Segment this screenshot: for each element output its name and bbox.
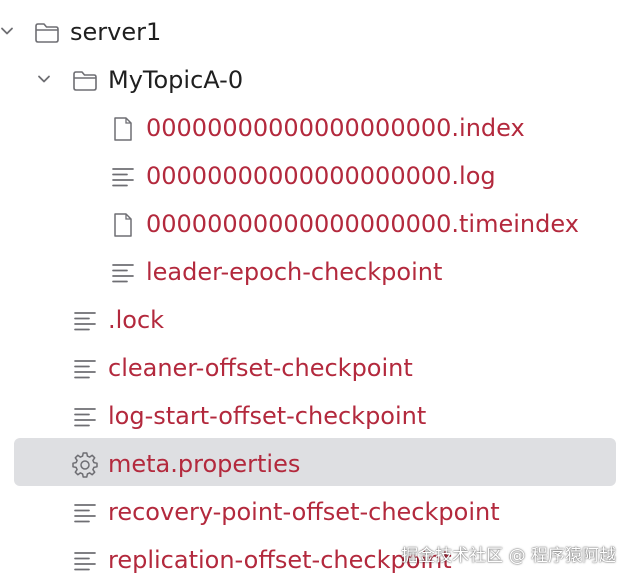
text-file-icon — [74, 408, 96, 427]
text-file-icon — [112, 168, 134, 187]
tree-file-index[interactable]: 00000000000000000000.index — [0, 104, 630, 152]
folder-icon — [35, 23, 59, 43]
chevron-down-icon[interactable] — [0, 24, 14, 38]
tree-item-label: recovery-point-offset-checkpoint — [108, 498, 500, 526]
tree-file-cleaner-offset-checkpoint[interactable]: cleaner-offset-checkpoint — [0, 344, 630, 392]
tree-item-label: server1 — [70, 18, 162, 46]
blank-file-icon — [114, 213, 132, 237]
tree-file-meta-properties[interactable]: meta.properties — [0, 436, 630, 486]
tree-folder-mytopica-0[interactable]: MyTopicA-0 — [0, 56, 630, 104]
text-file-icon — [74, 312, 96, 331]
tree-item-label: MyTopicA-0 — [108, 66, 244, 94]
tree-item-label: 00000000000000000000.log — [146, 162, 496, 190]
tree-item-label: 00000000000000000000.timeindex — [146, 210, 579, 238]
folder-icon — [73, 71, 97, 91]
tree-file-lock[interactable]: .lock — [0, 296, 630, 344]
tree-file-replication-offset-checkpoint[interactable]: replication-offset-checkpoint — [0, 536, 630, 584]
tree-item-label: meta.properties — [108, 450, 301, 478]
text-file-icon — [74, 504, 96, 523]
tree-file-recovery-point-offset-checkpoint[interactable]: recovery-point-offset-checkpoint — [0, 488, 630, 536]
text-file-icon — [74, 552, 96, 571]
watermark: 掘金技术社区 @ 程序猿阿越 — [401, 546, 616, 566]
chevron-down-icon[interactable] — [37, 72, 51, 86]
text-file-icon — [112, 264, 134, 283]
tree-item-label: leader-epoch-checkpoint — [146, 258, 443, 286]
blank-file-icon — [114, 117, 132, 141]
tree-item-label: replication-offset-checkpoint — [108, 546, 452, 574]
tree-item-label: 00000000000000000000.index — [146, 114, 525, 142]
tree-file-log[interactable]: 00000000000000000000.log — [0, 152, 630, 200]
tree-folder-server1[interactable]: server1 — [0, 8, 630, 56]
tree-file-log-start-offset-checkpoint[interactable]: log-start-offset-checkpoint — [0, 392, 630, 440]
tree-item-label: .lock — [108, 306, 165, 334]
gear-icon — [72, 452, 98, 478]
tree-file-timeindex[interactable]: 00000000000000000000.timeindex — [0, 200, 630, 248]
text-file-icon — [74, 360, 96, 379]
tree-item-label: log-start-offset-checkpoint — [108, 402, 427, 430]
tree-item-label: cleaner-offset-checkpoint — [108, 354, 413, 382]
tree-file-leader-epoch-checkpoint[interactable]: leader-epoch-checkpoint — [0, 248, 630, 296]
